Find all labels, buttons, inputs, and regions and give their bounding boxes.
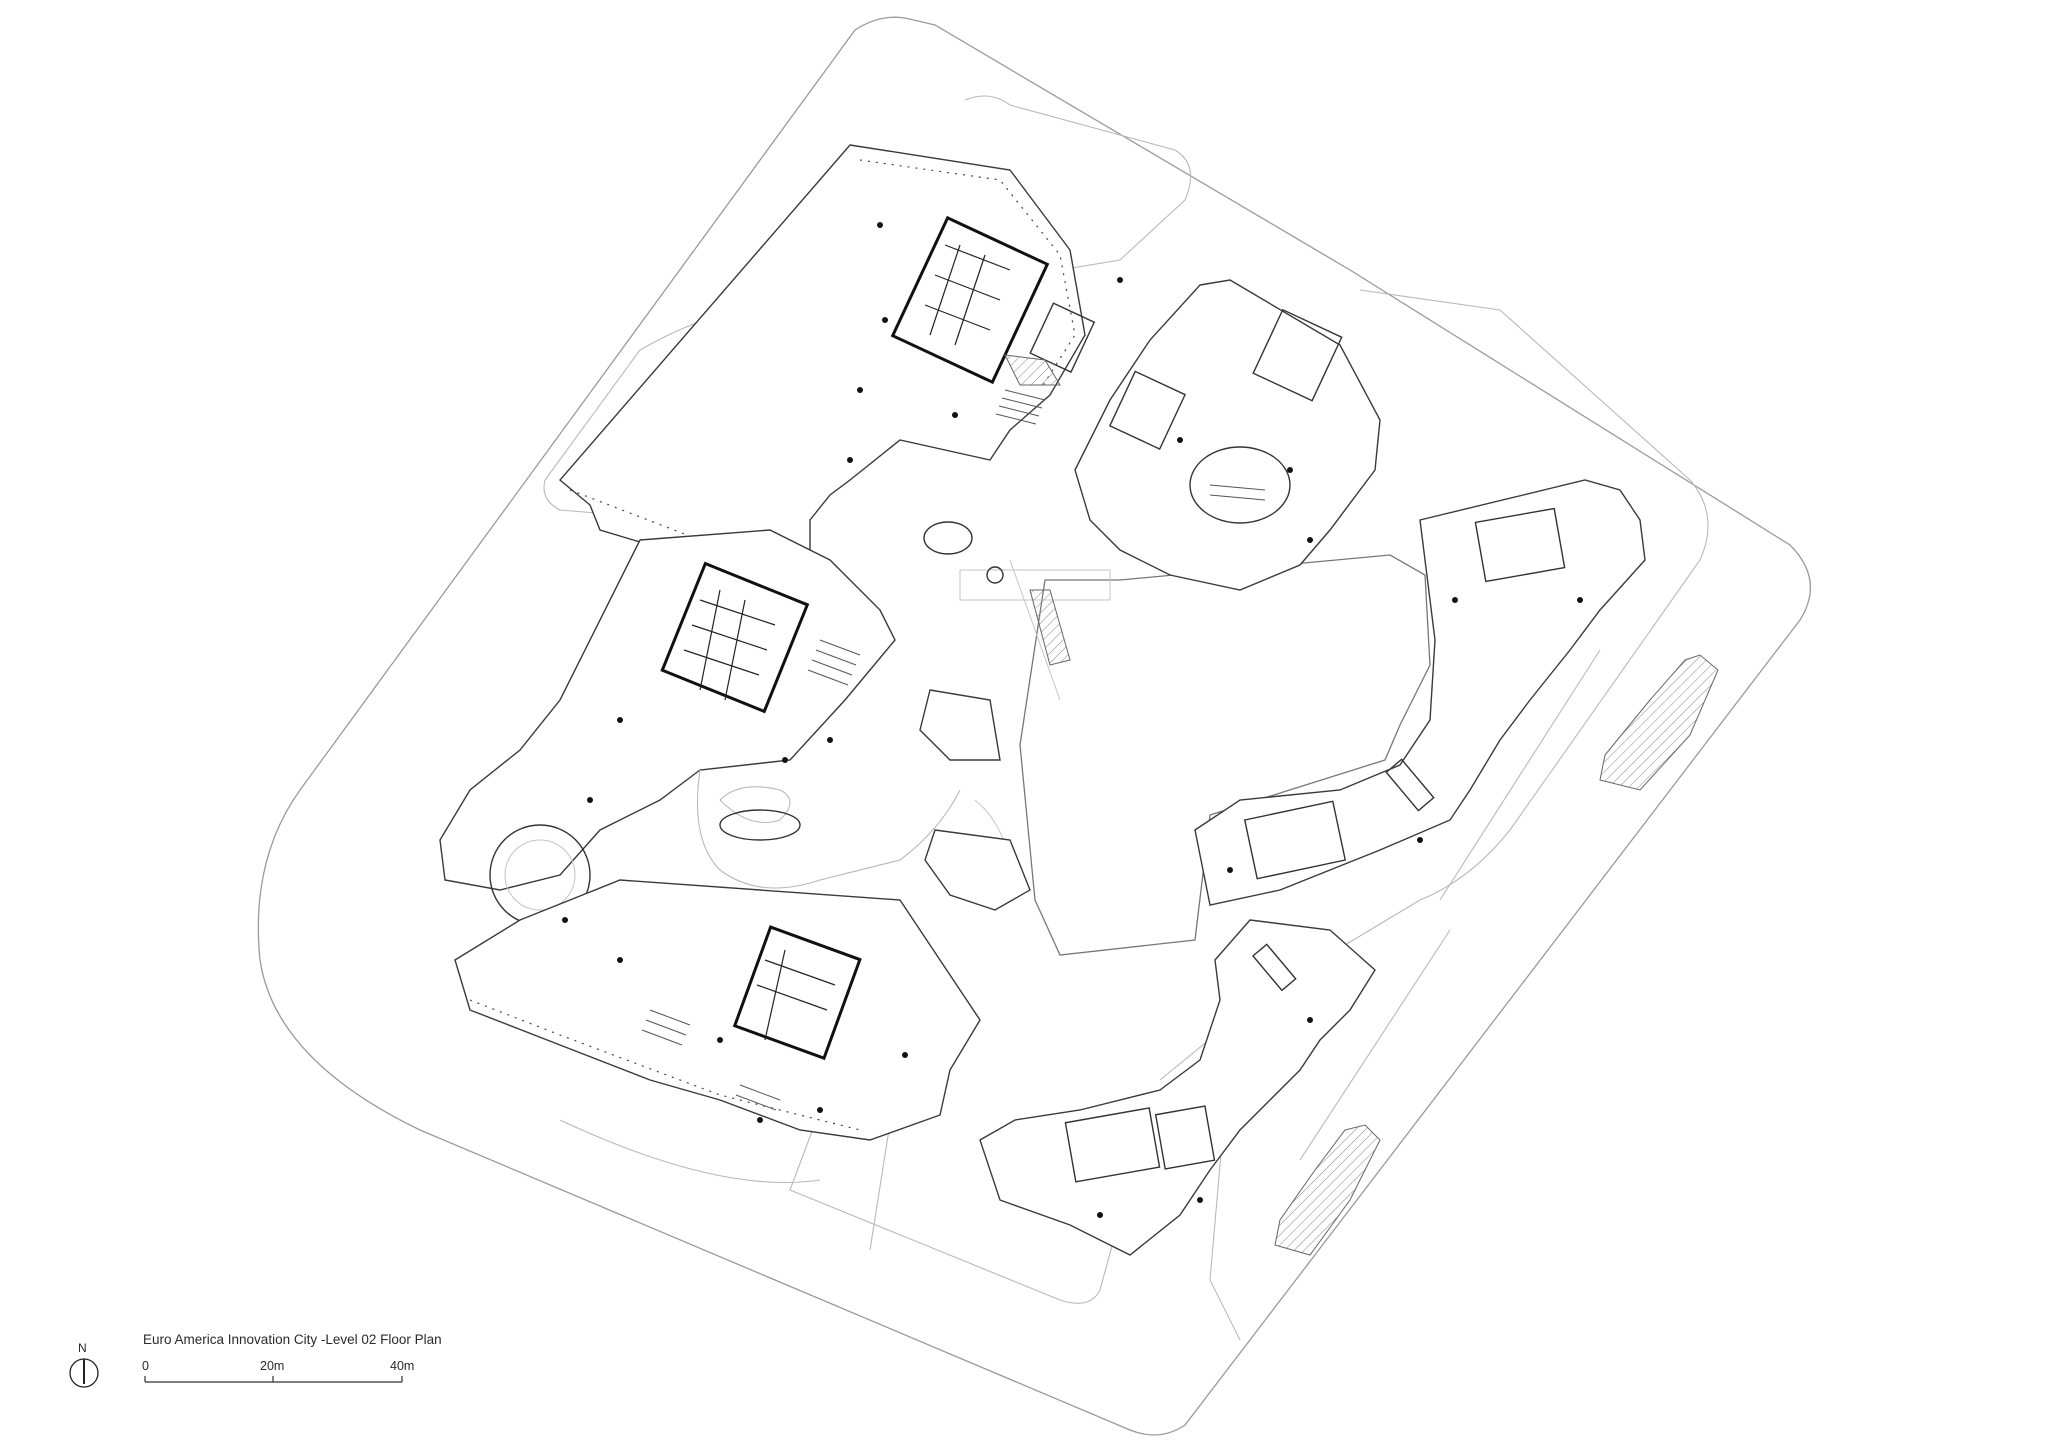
core-southwest-cells	[756, 949, 836, 1041]
site-boundary	[257, 16, 1812, 1436]
core-northeast-2	[1108, 370, 1186, 450]
landscape-hatch-east	[1599, 654, 1719, 791]
kiosk-center	[919, 689, 1001, 761]
scale-tick-40: 40m	[390, 1359, 415, 1373]
stair-hatch-center	[1029, 589, 1071, 666]
building-northwest	[559, 144, 1086, 581]
core-southeast	[1064, 1107, 1161, 1183]
landscape-path	[559, 649, 1601, 1341]
building-southwest-edge	[469, 999, 861, 1131]
scale-tick-0: 0	[142, 1359, 149, 1373]
stairs-sw	[641, 1009, 781, 1111]
stairs-ne	[1209, 484, 1266, 501]
service-block-nw	[1029, 302, 1096, 374]
stairs-nw	[995, 389, 1046, 425]
planter-north	[986, 566, 1004, 584]
core-east-south	[1243, 800, 1347, 880]
courtyard-walkway	[929, 559, 1111, 861]
ramp-southeast	[1251, 943, 1297, 992]
central-courtyard	[1019, 554, 1431, 956]
scale-bar	[144, 1376, 403, 1383]
north-arrow-icon	[69, 1358, 99, 1388]
landscape-hatch-south	[1274, 1124, 1381, 1256]
stairs-w	[807, 639, 861, 686]
ramp-east	[1385, 758, 1435, 812]
scale-tick-20: 20m	[260, 1359, 285, 1373]
kiosk-south	[924, 829, 1031, 911]
building-east	[1194, 479, 1646, 906]
pool-north	[923, 521, 973, 555]
stair-hatch-nw	[1004, 354, 1061, 386]
north-label: N	[78, 1341, 87, 1355]
building-southwest	[454, 879, 981, 1141]
west-loop-road	[696, 769, 961, 889]
core-northeast	[1252, 308, 1343, 402]
core-west-cells	[683, 589, 776, 701]
core-southeast-2	[1154, 1105, 1216, 1170]
building-northeast	[1074, 279, 1381, 591]
core-northwest-cells	[924, 244, 1011, 346]
atrium-northeast	[1189, 446, 1291, 524]
rotunda-west-inner	[504, 839, 576, 911]
plan-title: Euro America Innovation City -Level 02 F…	[143, 1332, 442, 1347]
fountain-west	[719, 809, 801, 841]
structural-columns	[562, 222, 1583, 1218]
core-east-north	[1474, 507, 1566, 583]
building-southeast	[979, 919, 1376, 1256]
core-west	[660, 561, 810, 714]
